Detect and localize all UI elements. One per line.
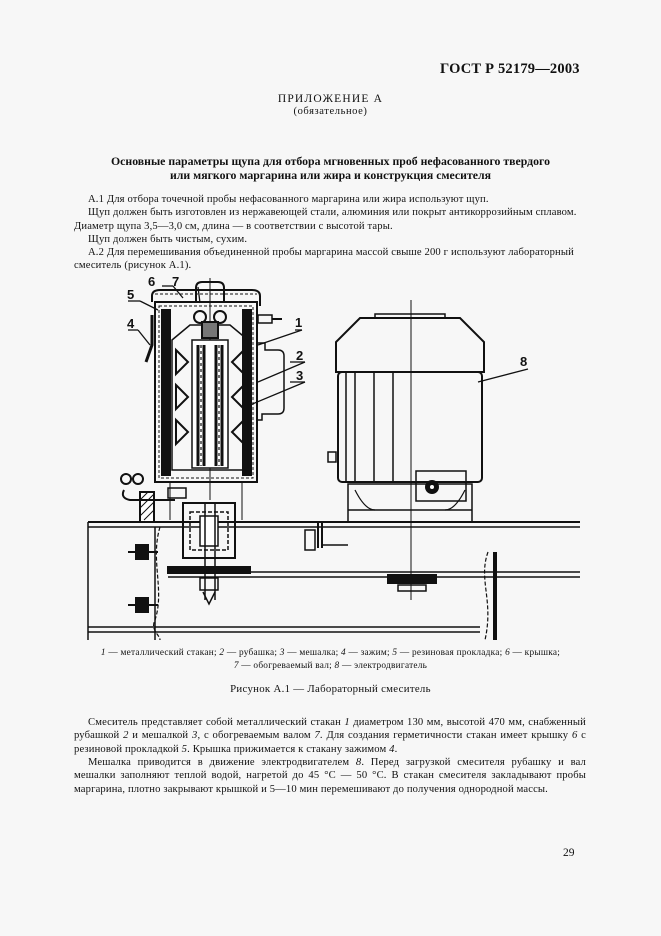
legend-line1: 1 — металлический стакан; 2 — рубашка; 3… (100, 648, 561, 658)
section-title-line1: Основные параметры щупа для отбора мгнов… (110, 154, 550, 168)
description-paragraph-1: Смеситель представляет собой металлическ… (74, 717, 586, 755)
a2-line1: А.2 Для перемешивания объединенной пробы… (88, 247, 574, 258)
page-number: 29 (563, 847, 575, 859)
paragraph-a2: А.2 Для перемешивания объединенной пробы… (74, 246, 586, 273)
callout-8: 8 (520, 354, 527, 369)
callout-5: 5 (127, 287, 134, 302)
callout-1: 1 (295, 315, 302, 330)
callout-6: 6 (148, 274, 155, 289)
section-title-line2: или мягкого маргарина или жира и констру… (170, 168, 491, 182)
appendix-subtitle: (обязательное) (293, 106, 368, 117)
callout-2: 2 (296, 348, 303, 363)
callout-4: 4 (127, 316, 135, 331)
legend-line2: 7 — обогреваемый вал; 8 — электродвигате… (233, 661, 428, 671)
figure-legend: 1 — металлический стакан; 2 — рубашка; 3… (60, 647, 601, 673)
standard-number: ГОСТ Р 52179—2003 (440, 61, 580, 77)
mixer-technical-drawing: 1 2 3 4 5 6 7 8 (87, 274, 580, 641)
a1-line2: Щуп должен быть изготовлен из нержавеюще… (88, 207, 577, 219)
description-paragraph-2: Мешалка приводится в движение электродви… (74, 757, 586, 795)
appendix-title: ПРИЛОЖЕНИЕ А (277, 93, 384, 105)
a2-line2: смеситель (рисунок А.1). (74, 260, 192, 272)
callout-3: 3 (296, 368, 303, 383)
paragraph-a1: А.1 Для отбора точечной пробы нефасованн… (74, 193, 586, 247)
a1-line4: Щуп должен быть чистым, сухим. (88, 234, 248, 246)
a1-line1: А.1 Для отбора точечной пробы нефасованн… (88, 194, 489, 205)
section-title: Основные параметры щупа для отбора мгнов… (60, 154, 601, 182)
figure-caption: Рисунок А.1 — Лабораторный смеситель (230, 683, 431, 695)
callout-7: 7 (172, 274, 179, 289)
a1-line3: Диаметр щупа 3,5—3,0 см, длина — в соотв… (74, 220, 393, 232)
